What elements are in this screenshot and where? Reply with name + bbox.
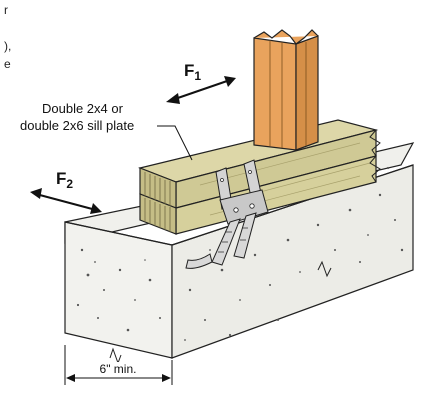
sill-plate-leader-line [157, 125, 193, 161]
post-front-face [253, 37, 297, 151]
concrete-aggregate [76, 166, 404, 341]
min-width-dimension [64, 345, 173, 385]
force-f2-label: F2 [56, 169, 73, 191]
clipped-text-3: e [4, 57, 11, 71]
sill-plate-callout-line2: double 2x6 sill plate [20, 118, 134, 133]
sill-plate-end-lower [139, 193, 177, 235]
wood-post [253, 29, 319, 151]
foundation-front-face [64, 221, 173, 359]
clipped-text-2: ), [4, 39, 11, 53]
force-f2-arrow [30, 188, 102, 214]
force-f1-arrow [166, 76, 236, 104]
sill-plate-callout-line1: Double 2x4 or [42, 101, 124, 116]
sill-anchor-connector [185, 159, 269, 269]
post-side-face [295, 35, 319, 151]
clipped-text-1: r [4, 3, 8, 17]
min-width-label: 6" min. [100, 362, 137, 376]
force-f1-label: F1 [184, 61, 201, 83]
